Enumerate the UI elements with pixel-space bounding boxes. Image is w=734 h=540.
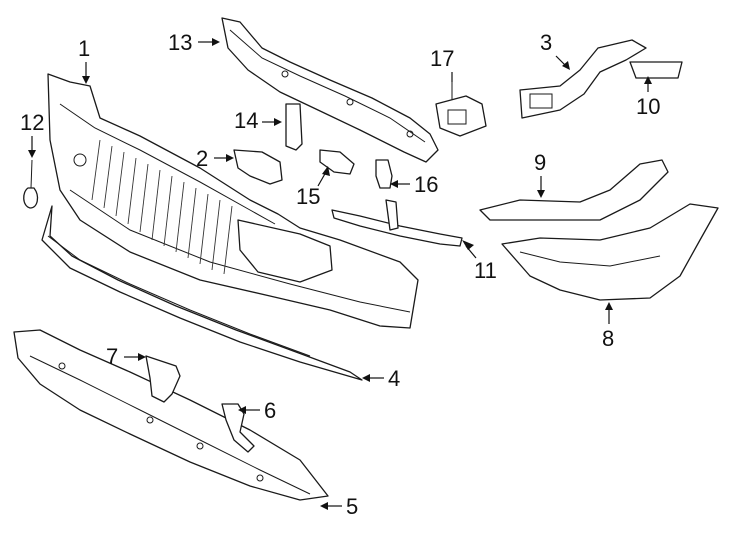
callout-9: 9: [534, 150, 546, 198]
callout-13: 13: [168, 30, 220, 55]
part-15-clip[interactable]: [319, 149, 355, 175]
part-13-reinforcement-beam[interactable]: [221, 17, 439, 163]
callout-8-label: 8: [602, 326, 614, 351]
part-4-lower-deflector[interactable]: [41, 205, 363, 381]
callout-4: 4: [362, 366, 400, 391]
part-7-bracket[interactable]: [145, 355, 181, 403]
callout-7: 7: [106, 344, 146, 369]
part-2-sensor-bracket[interactable]: [233, 149, 283, 185]
part-17-sensor-module[interactable]: [435, 82, 487, 137]
part-10-reflector[interactable]: [629, 61, 683, 79]
callout-17: 17: [430, 46, 454, 82]
callout-11: 11: [462, 240, 497, 283]
part-12-tow-hook-cover[interactable]: [23, 159, 39, 209]
callout-6-label: 6: [264, 398, 276, 423]
callout-3-label: 3: [540, 30, 552, 55]
part-3-bracket[interactable]: [519, 39, 647, 119]
callout-10: 10: [636, 76, 660, 119]
callout-9-label: 9: [534, 150, 546, 175]
callout-16: 16: [390, 172, 438, 197]
callout-2: 2: [196, 146, 234, 171]
callout-3: 3: [540, 30, 570, 70]
callout-12: 12: [20, 110, 44, 158]
part-9-upper-trim[interactable]: [479, 159, 669, 221]
part-8-lower-valance[interactable]: [501, 203, 719, 301]
grille-pattern: [91, 139, 233, 275]
callout-16-label: 16: [414, 172, 438, 197]
callout-8: 8: [602, 302, 614, 351]
callout-14-label: 14: [234, 108, 258, 133]
callout-13-label: 13: [168, 30, 192, 55]
callout-12-label: 12: [20, 110, 44, 135]
callout-10-label: 10: [636, 94, 660, 119]
part-5-skid-plate[interactable]: [13, 329, 329, 501]
callout-15-label: 15: [296, 184, 320, 209]
callout-4-label: 4: [388, 366, 400, 391]
part-11-trim-strip[interactable]: [331, 199, 463, 247]
callout-17-label: 17: [430, 46, 454, 71]
callout-5: 5: [320, 494, 358, 519]
callout-7-label: 7: [106, 344, 118, 369]
callout-5-label: 5: [346, 494, 358, 519]
callout-1: 1: [78, 36, 90, 84]
callout-1-label: 1: [78, 36, 90, 61]
callout-14: 14: [234, 108, 282, 133]
part-1-bumper-cover[interactable]: [47, 73, 419, 329]
part-14-bracket[interactable]: [285, 103, 303, 151]
callout-15: 15: [296, 166, 330, 209]
callout-6: 6: [238, 398, 276, 423]
callout-11-label: 11: [474, 258, 497, 283]
callout-2-label: 2: [196, 146, 208, 171]
part-6-bracket[interactable]: [221, 403, 255, 453]
part-16-clip[interactable]: [375, 159, 393, 189]
